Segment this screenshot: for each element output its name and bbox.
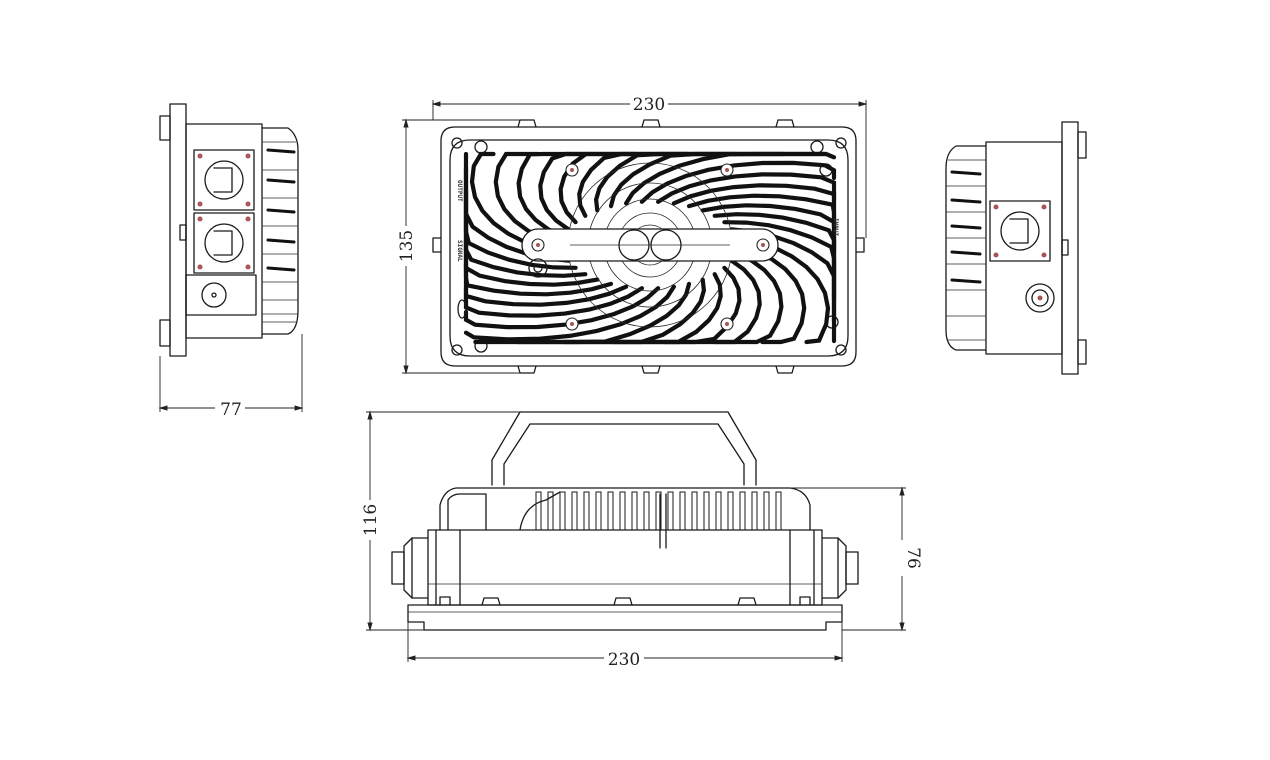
- front-view: [391, 411, 859, 631]
- cooling-fin: [463, 284, 676, 342]
- left-side-view: [159, 103, 299, 357]
- front-width-value: 230: [608, 650, 640, 670]
- cooling-fins: [535, 491, 782, 531]
- cooling-fin: [727, 491, 734, 531]
- input-label: INPUT: [832, 218, 839, 236]
- cooling-fin: [691, 491, 698, 531]
- cooling-fin: [639, 160, 837, 204]
- cooling-fin: [595, 491, 602, 531]
- top-height-value: 135: [397, 230, 417, 262]
- cooling-fin: [516, 151, 588, 240]
- front-height-value: 116: [361, 504, 381, 536]
- cooling-fin: [703, 491, 710, 531]
- cooling-fin: [715, 491, 722, 531]
- dimension-front-body-height: 76: [790, 486, 923, 632]
- top-view: OUTPUT SIGNAL INPUT: [432, 119, 865, 374]
- cooling-fin: [679, 491, 686, 531]
- top-width-value: 230: [633, 95, 665, 115]
- cooling-fin: [473, 281, 692, 345]
- cooling-fin: [739, 491, 746, 531]
- cooling-fin: [559, 491, 566, 531]
- cooling-fin: [631, 491, 638, 531]
- cooling-fin: [643, 491, 650, 531]
- cooling-fin: [624, 151, 837, 206]
- output-label: OUTPUT: [456, 180, 463, 202]
- dimension-side-depth: 77: [158, 334, 304, 420]
- cooling-fin: [662, 258, 762, 345]
- cooling-fin: [607, 491, 614, 531]
- side-depth-value: 77: [220, 400, 242, 420]
- cooling-fin: [583, 491, 590, 531]
- cooling-fin: [571, 491, 578, 531]
- bolt-icon: [993, 204, 1047, 258]
- cooling-fin: [667, 491, 674, 531]
- cooling-fin: [619, 491, 626, 531]
- cooling-fin: [515, 277, 707, 345]
- cooling-fin: [535, 491, 542, 531]
- dimension-top-height: 135: [396, 118, 520, 375]
- dimension-front-width: 230: [406, 622, 844, 670]
- dimension-top-width: 230: [431, 93, 868, 238]
- cooling-fin: [751, 491, 758, 531]
- bolt-icon: [531, 163, 770, 331]
- dimension-front-height: 116: [360, 410, 520, 632]
- cooling-fin: [712, 250, 784, 345]
- signal-label: SIGNAL: [456, 240, 463, 262]
- front-body-height-value: 76: [903, 547, 923, 569]
- bolt-icon: [197, 153, 251, 270]
- cooling-fin: [775, 491, 782, 531]
- cooling-fin: [656, 172, 837, 204]
- right-side-view: [945, 121, 1087, 375]
- cooling-fin: [763, 491, 770, 531]
